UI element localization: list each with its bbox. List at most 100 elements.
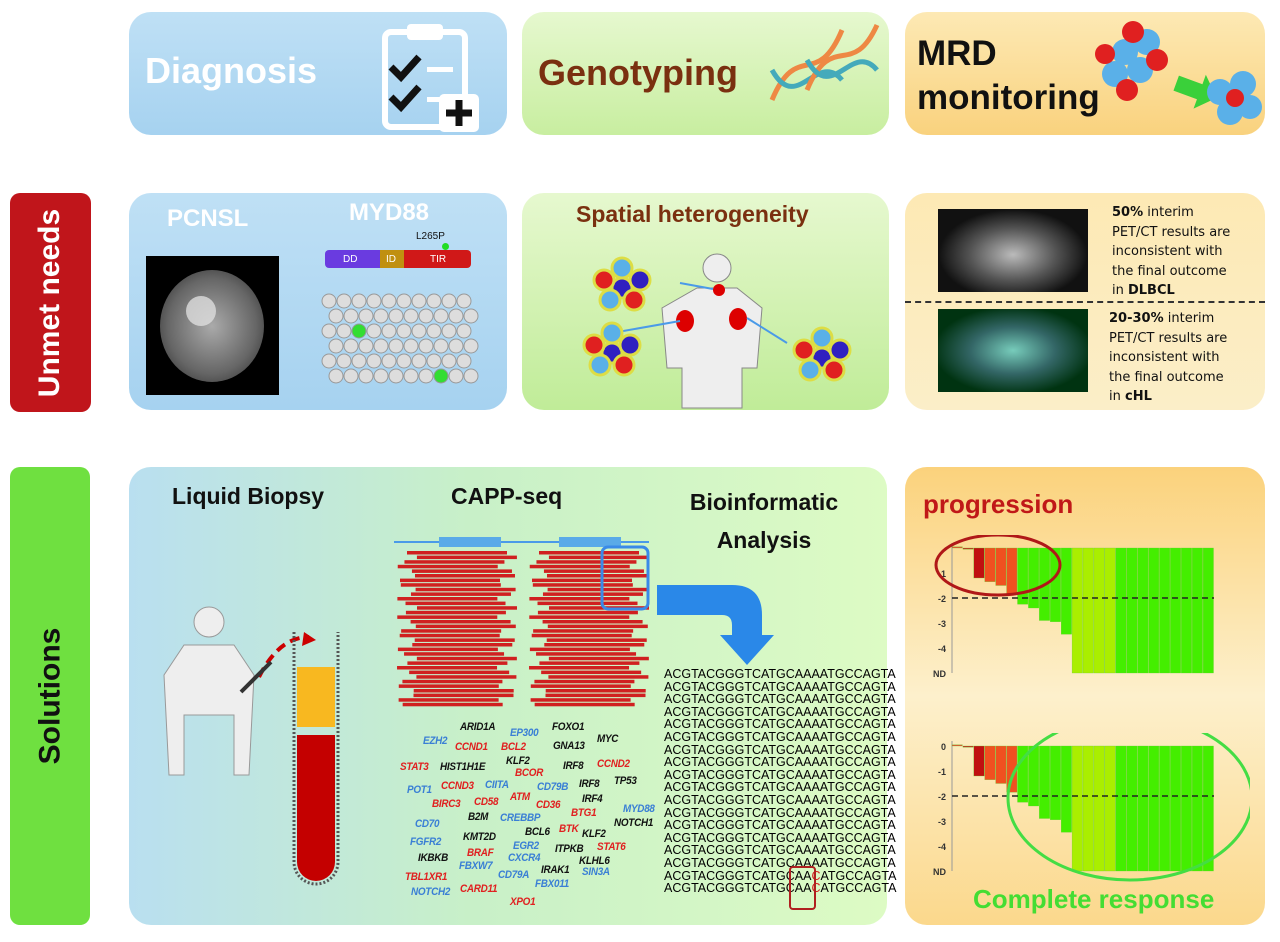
sequencing-read	[414, 638, 515, 642]
sequence-line: ACGTACGGGTCATGCAAAATGCCAGTA	[664, 704, 896, 719]
waterfall-bar	[1028, 547, 1039, 609]
cell	[411, 293, 427, 309]
waterfall-bar	[1017, 547, 1029, 605]
cell	[351, 323, 367, 339]
sequencing-read	[545, 689, 646, 693]
sequence-line: ACGTACGGGTCATGCAAAATGCCAGTA	[664, 780, 896, 795]
waterfall-bar	[1170, 745, 1181, 872]
sequencing-read	[410, 592, 511, 596]
y-tick-label: -2	[938, 594, 946, 604]
diagnosis-title: Diagnosis	[145, 50, 318, 91]
cell	[328, 308, 344, 324]
y-tick-label: 0	[941, 742, 946, 752]
cell	[456, 353, 472, 369]
liquid-biopsy-illustration	[163, 606, 340, 886]
response-highlight-circle	[1006, 733, 1250, 882]
waterfall-bar	[962, 547, 974, 550]
sequencing-read	[409, 670, 510, 675]
gene-label: EGR2	[513, 840, 539, 852]
cell	[441, 323, 457, 339]
cell	[448, 368, 464, 384]
sequence-line: ACGTACGGGTCATGCAAAATGCCAGTA	[664, 692, 896, 707]
sequencing-read	[412, 643, 513, 647]
sequencing-read	[397, 666, 498, 670]
sequencing-read	[416, 656, 517, 661]
gene-label: KLHL6	[579, 855, 610, 867]
cell	[463, 308, 479, 324]
gene-label: BRAF	[467, 847, 494, 859]
cell	[388, 368, 404, 384]
divider	[905, 301, 1265, 303]
sequencing-read	[398, 684, 499, 688]
sequencing-read	[531, 633, 632, 638]
waterfall-bar	[1192, 745, 1203, 872]
waterfall-bar	[1071, 547, 1083, 674]
cell	[396, 293, 412, 309]
capp-seq-title: CAPP-seq	[451, 483, 563, 509]
y-tick-label: -4	[938, 644, 946, 654]
sequencing-read	[536, 652, 637, 656]
cell	[463, 368, 479, 384]
gene-label: FGFR2	[410, 836, 442, 848]
waterfall-bar	[1050, 745, 1061, 820]
gene-label: CD79B	[537, 781, 569, 793]
waterfall-bar	[1071, 745, 1083, 872]
cell	[343, 368, 359, 384]
genotyping-panel: Genotyping	[522, 12, 889, 135]
cell	[373, 368, 389, 384]
sequencing-read	[404, 652, 505, 656]
y-tick-label: ND	[933, 867, 946, 877]
waterfall-bar	[1006, 547, 1018, 595]
pet-text-dlbcl: 50% interim PET/CT results are inconsist…	[1112, 205, 1231, 298]
sequence-line: ACGTACGGGTCATGCAAAATGCCAGTA	[664, 755, 896, 770]
waterfall-bar	[995, 547, 1007, 586]
capp-seq-reads	[394, 537, 774, 707]
cell	[358, 368, 374, 384]
cell	[396, 353, 412, 369]
sequencing-read	[543, 569, 644, 573]
gene-label: B2M	[468, 811, 489, 823]
sequencing-read	[529, 647, 630, 652]
waterfall-bar	[1104, 547, 1116, 674]
waterfall-bar	[1039, 745, 1050, 819]
waterfall-bar	[1093, 547, 1105, 674]
diagnosis-panel: Diagnosis	[129, 12, 507, 135]
waterfall-bar	[1192, 547, 1203, 674]
cell	[328, 338, 344, 354]
gene-label: ITPKB	[555, 843, 584, 855]
gene-label: NOTCH1	[614, 817, 654, 829]
sequencing-read	[537, 601, 638, 606]
gene-label: CD70	[415, 818, 440, 830]
sequencing-read	[542, 620, 643, 624]
mrd-title: MRD monitoring	[917, 34, 1100, 117]
sequencing-read	[548, 606, 649, 610]
gene-label: CD36	[536, 799, 561, 811]
tumor-cell	[822, 358, 846, 382]
waterfall-bar	[1137, 745, 1149, 872]
waterfall-bar	[984, 547, 996, 582]
waterfall-bar	[1061, 745, 1072, 833]
waterfall-bar	[1050, 547, 1061, 622]
sequencing-read	[414, 574, 515, 578]
gene-label: GNA13	[553, 740, 585, 752]
bioinformatic-title: Bioinformatic Analysis	[689, 489, 839, 553]
y-tick-label: -1	[938, 569, 946, 579]
sequencing-read	[545, 693, 646, 698]
waterfall-bar	[973, 547, 985, 579]
waterfall-bar	[984, 745, 996, 780]
waterfall-bar	[1082, 547, 1094, 674]
waterfall-bar	[1137, 547, 1149, 674]
cell	[403, 338, 419, 354]
mrd-panel: MRD monitoring	[905, 12, 1265, 135]
waterfall-bar	[1104, 745, 1116, 872]
waterfall-bar	[1061, 547, 1072, 635]
sequencing-read	[415, 624, 516, 629]
sequencing-read	[416, 555, 517, 560]
progression-label: progression	[923, 489, 1074, 519]
gene-label: NOTCH2	[411, 886, 451, 898]
sequencing-read	[529, 666, 630, 670]
gene-label: CCND1	[455, 741, 488, 753]
cell	[366, 293, 382, 309]
waterfall-chart-response: 0-1-2-3-4ND	[933, 733, 1250, 882]
